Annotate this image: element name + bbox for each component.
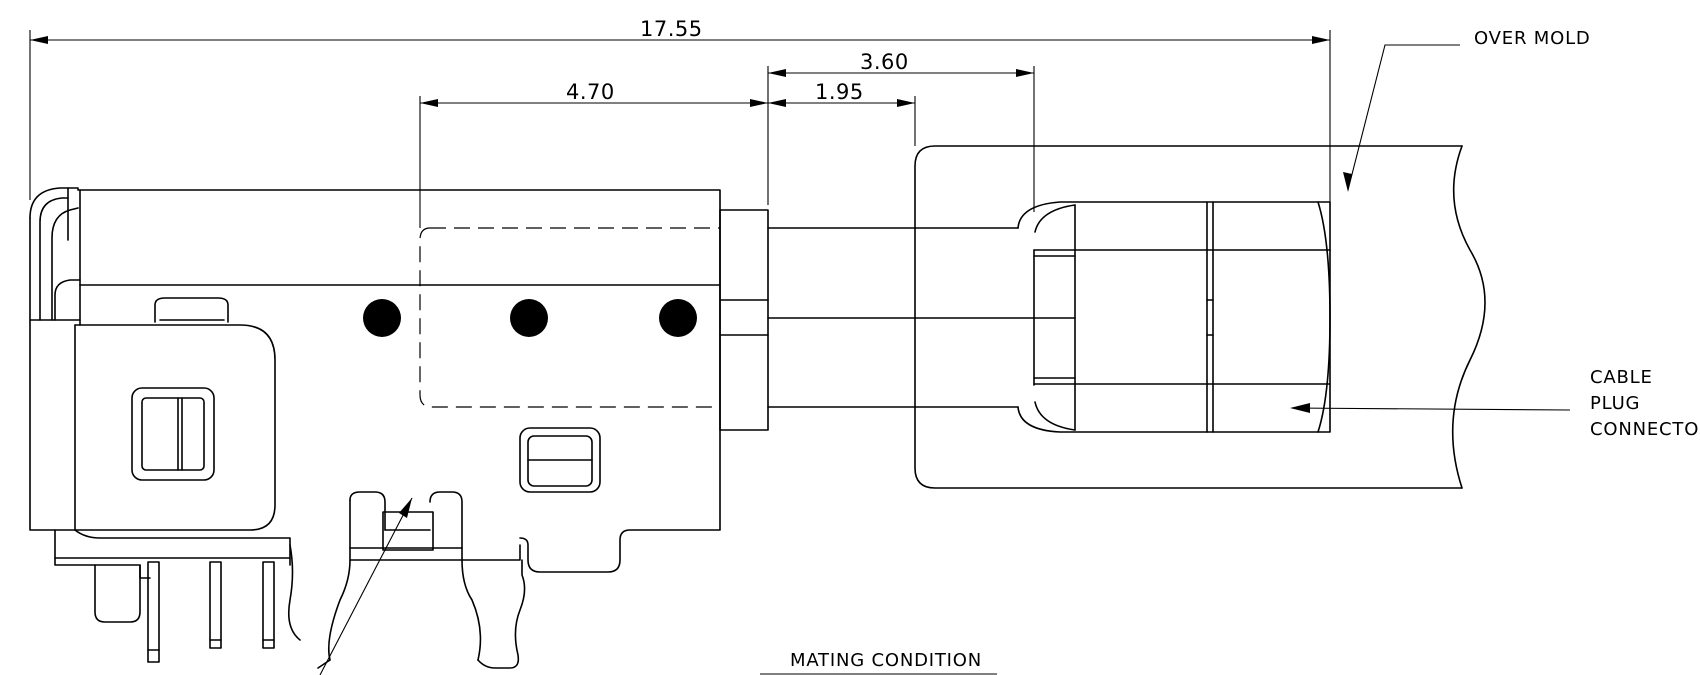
- over-mold-label: OVER MOLD: [1474, 28, 1591, 49]
- cable-label-line3: CONNECTOR: [1590, 419, 1700, 440]
- mating-condition-title: MATING CONDITION: [760, 650, 997, 675]
- contact-dot-3: [659, 299, 697, 337]
- dimension-3-60: 3.60: [767, 50, 1035, 212]
- over-mold-callout: OVER MOLD: [1343, 28, 1591, 192]
- dimension-label-overall: 17.55: [640, 17, 703, 41]
- cable-label-line1: CABLE: [1590, 367, 1653, 388]
- contact-dot-2: [510, 299, 548, 337]
- over-mold: [914, 145, 1486, 489]
- mating-condition-label: MATING CONDITION: [790, 650, 982, 671]
- cable-plug-callout: CABLE PLUG CONNECTOR: [1290, 367, 1700, 440]
- dimension-label-recess: 3.60: [860, 50, 909, 74]
- contact-dot-1: [363, 299, 401, 337]
- dimension-1-95: 1.95: [768, 80, 916, 146]
- receptacle-body: [29, 187, 769, 669]
- dimension-17-55: 17.55: [29, 17, 1331, 205]
- dimension-4-70: 4.70: [419, 80, 768, 228]
- cable-plug-connector: [767, 201, 1331, 433]
- dimension-label-front: 4.70: [566, 80, 615, 104]
- cable-label-line2: PLUG: [1590, 393, 1640, 414]
- bracket-leader: [319, 497, 413, 675]
- dimension-label-step: 1.95: [815, 80, 864, 104]
